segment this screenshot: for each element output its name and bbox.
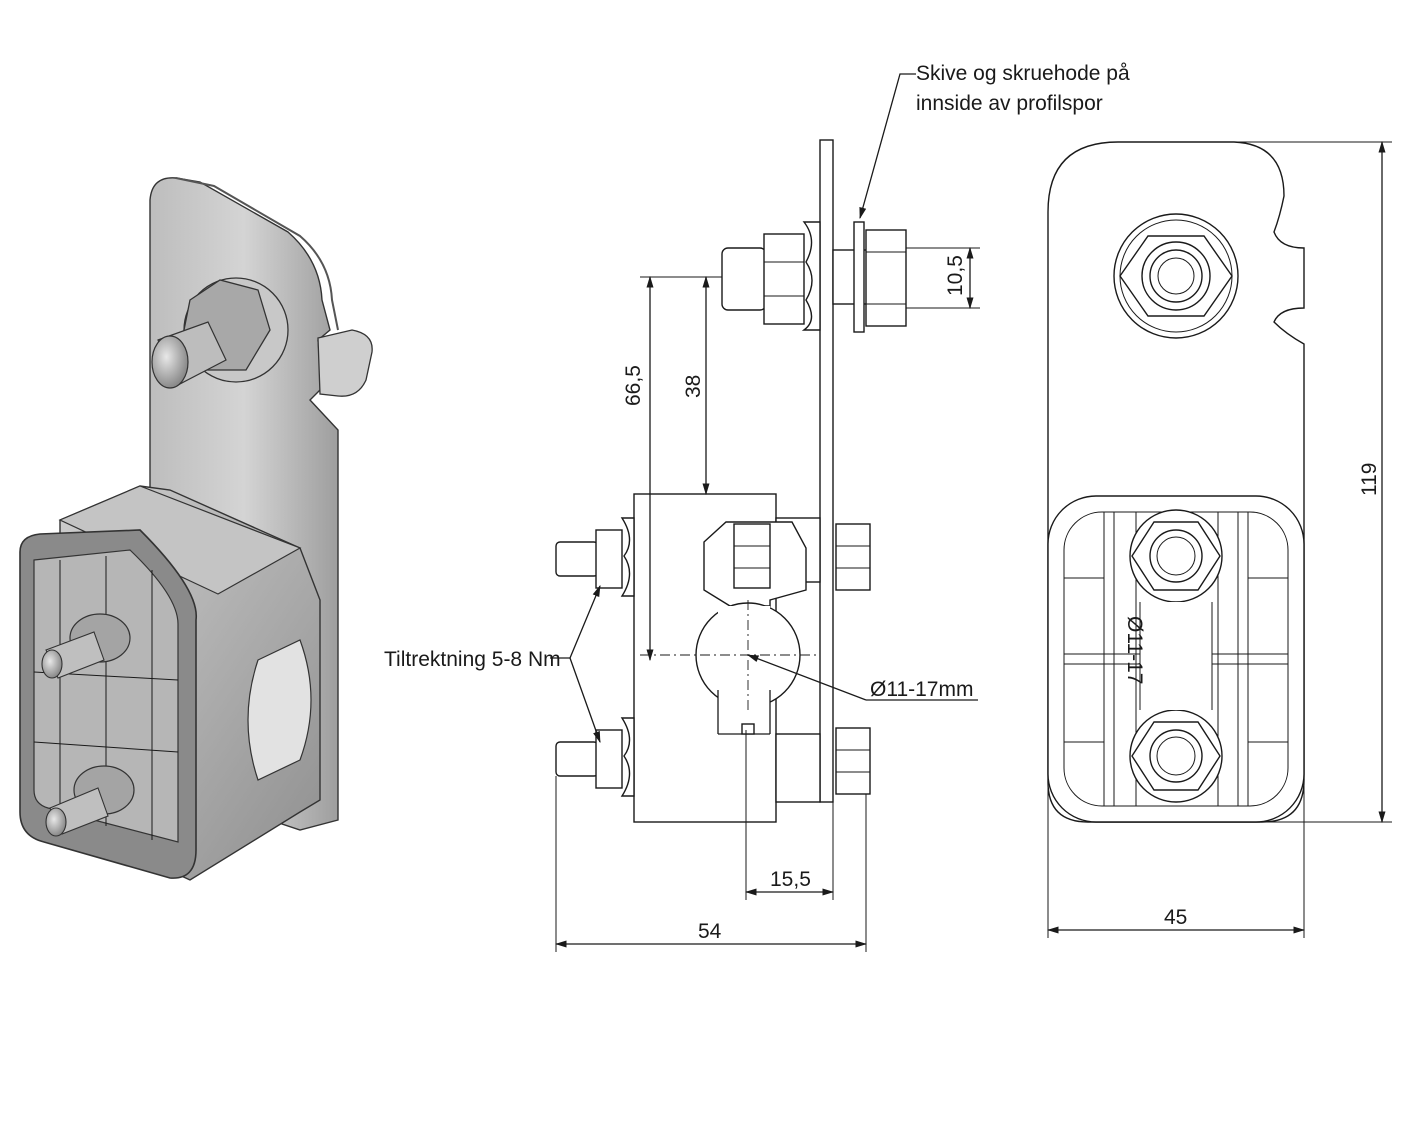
dim-front-height: 119 — [1358, 463, 1381, 496]
washer-note-line1: Skive og skruehode på — [916, 62, 1130, 85]
diameter-label: Ø11-17mm — [870, 678, 973, 701]
front-bolt-lower-nut — [1129, 709, 1223, 803]
pipe-saddle — [247, 639, 312, 781]
engraving-text: Ø11-17 — [1123, 616, 1146, 685]
side-view: 10,5 66,5 38 15,5 54 Ø11-17mm Skive og s… — [384, 62, 1130, 952]
inner-washer — [853, 221, 865, 333]
hook-tab — [317, 329, 373, 397]
right-nut-upper — [835, 523, 871, 591]
isometric-view — [19, 177, 373, 881]
dim-bolt-height: 10,5 — [944, 255, 967, 296]
front-grid-frame — [19, 529, 197, 879]
top-nut — [763, 233, 805, 325]
plate-edge — [175, 177, 339, 331]
dim-side-width: 54 — [698, 920, 722, 943]
right-nut-lower — [835, 727, 871, 795]
top-bolt-shank — [721, 247, 767, 311]
dim-height-b: 38 — [682, 375, 705, 398]
dim-height-a: 66,5 — [622, 365, 645, 406]
front-bolt-upper-nut — [1129, 509, 1223, 603]
screw-head — [865, 229, 907, 327]
top-bolt — [151, 277, 289, 389]
torque-note: Tiltrektning 5-8 Nm — [384, 648, 561, 671]
side-plate — [819, 139, 834, 803]
washer-note-line2: innside av profilspor — [916, 92, 1103, 115]
front-view: Ø11-17 119 45 — [1046, 140, 1392, 938]
dim-offset: 15,5 — [770, 868, 811, 891]
front-bolt-lower — [45, 765, 135, 837]
top-washer — [801, 221, 821, 331]
front-bolt-upper — [41, 613, 131, 679]
dim-front-width: 45 — [1164, 906, 1187, 929]
front-top-bolt — [1113, 213, 1239, 339]
side-bolt-upper — [555, 517, 635, 597]
